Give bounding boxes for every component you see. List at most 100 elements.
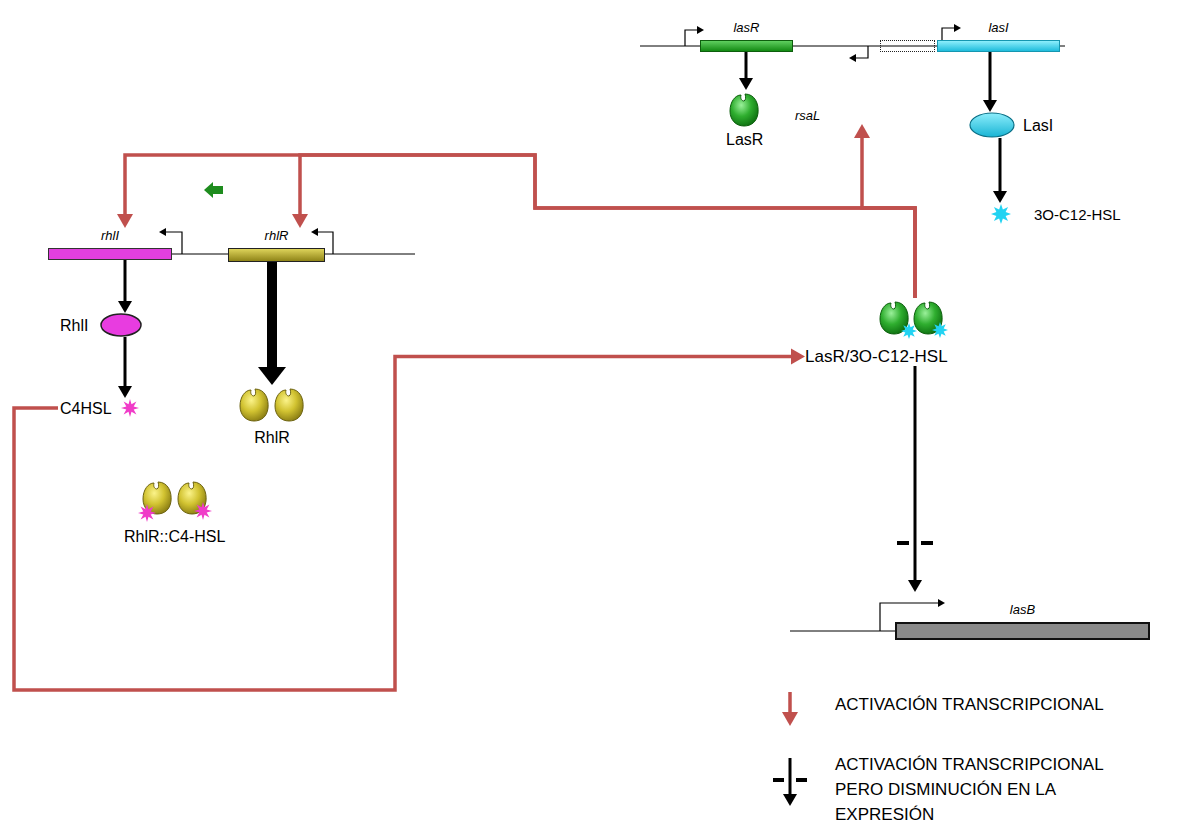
legend-entry: ACTIVACIÓN TRANSCRIPCIONAL PERO DISMINUC…	[835, 752, 1135, 826]
arrowhead	[983, 100, 997, 112]
arrowhead	[739, 78, 753, 90]
signal-star	[991, 204, 1011, 224]
promoter-arrowhead	[697, 26, 704, 34]
legend-text: ACTIVACIÓN TRANSCRIPCIONAL	[835, 692, 1175, 717]
connector	[14, 349, 805, 691]
connector-line	[999, 138, 1002, 192]
green-arrow-symbol	[204, 182, 223, 198]
gene-name: rhlR	[228, 228, 325, 244]
legend-sample-arrowhead	[782, 712, 798, 726]
arrowhead	[117, 214, 133, 228]
protein-node: LasR/3O-C12-HSL	[805, 298, 948, 366]
protein-subunit	[880, 302, 908, 334]
protein-node: 3O-C12-HSL	[988, 203, 1123, 225]
connector-line	[745, 52, 748, 79]
connector	[292, 155, 915, 298]
connector	[739, 52, 753, 90]
protein-node: LasI	[967, 112, 1055, 138]
connector-line	[914, 366, 917, 581]
connector-line	[267, 262, 277, 368]
arrowhead	[118, 301, 132, 313]
protein-subunit	[240, 389, 268, 421]
connector-line	[14, 357, 792, 691]
legend-sample-line	[788, 692, 792, 712]
signal-star	[138, 504, 156, 522]
protein-blob	[880, 302, 908, 334]
connector	[854, 124, 915, 298]
protein-node: RhlR	[236, 385, 308, 447]
protein-subunit	[275, 389, 303, 421]
dimer-icon	[876, 298, 948, 344]
protein-name: RhlI	[60, 316, 88, 335]
connector	[908, 366, 922, 592]
promoter-arrowhead	[311, 228, 318, 236]
signal-star	[932, 322, 948, 338]
connector-line	[989, 52, 992, 101]
protein-blob	[240, 389, 268, 421]
dimer-icon	[137, 478, 213, 524]
legend-sample-dash	[773, 778, 807, 782]
signal-star	[194, 502, 212, 520]
protein-node: LasR	[726, 90, 763, 149]
connector-line	[125, 155, 915, 298]
arrowhead	[118, 386, 132, 398]
gene-box: lasR	[700, 20, 793, 52]
gene-box: lasB	[895, 602, 1150, 640]
promoter-arrow	[685, 30, 697, 46]
connector	[117, 155, 915, 298]
gene-bar	[228, 248, 325, 262]
gene-box: rhlI	[48, 228, 172, 260]
signal-star	[901, 323, 917, 339]
gene-box: lasI	[937, 20, 1060, 52]
protein-node: RhlI	[58, 313, 144, 337]
gene-bar	[700, 40, 793, 52]
legend-text: ACTIVACIÓN TRANSCRIPCIONAL PERO DISMINUC…	[835, 752, 1135, 826]
connector-line	[300, 155, 915, 298]
protein-icon	[728, 90, 761, 127]
protein-name: RhlR	[254, 428, 290, 447]
arrowhead	[791, 349, 805, 365]
arrowhead	[258, 367, 286, 385]
gene-name: lasB	[895, 602, 1150, 618]
connector	[118, 260, 132, 313]
arrowhead	[993, 191, 1007, 203]
promoter-arrowhead	[954, 24, 961, 32]
gene-box: rhlR	[228, 228, 325, 262]
protein-name: RhlR::C4-HSL	[124, 527, 225, 546]
connector	[118, 337, 132, 398]
gene-bar	[895, 622, 1150, 640]
protein-name: LasI	[1023, 116, 1053, 135]
promoter-arrowhead	[938, 599, 945, 607]
protein-subunit	[730, 94, 758, 126]
connector-line	[124, 337, 127, 387]
protein-name: C4HSL	[60, 399, 112, 418]
protein-name: LasR	[726, 130, 763, 149]
protein-blob	[275, 389, 303, 421]
enzyme-icon	[100, 313, 142, 337]
signal-icon	[120, 398, 140, 418]
connector	[983, 52, 997, 112]
legend-entry: ACTIVACIÓN TRANSCRIPCIONAL	[835, 692, 1175, 717]
legend-sample-arrowhead	[783, 794, 797, 806]
enzyme-icon	[969, 112, 1015, 138]
legend-sample-line	[789, 758, 792, 794]
gene-bar	[937, 40, 1060, 52]
arrowhead	[854, 124, 870, 138]
gene-name: rhlI	[48, 228, 172, 244]
connector	[258, 262, 286, 385]
gene-name: lasR	[700, 20, 793, 36]
gene-name: lasI	[937, 20, 1060, 36]
promoter-arrowhead	[159, 228, 166, 236]
protein-node: RhlR::C4-HSL	[124, 478, 225, 546]
promoter-arrowhead	[849, 54, 856, 62]
connector	[993, 138, 1007, 203]
enzyme-ellipse	[970, 113, 1014, 137]
signal-star	[121, 399, 139, 417]
gene-bar	[48, 248, 172, 260]
signal-icon	[990, 203, 1012, 225]
enzyme-ellipse	[101, 314, 141, 336]
gene-box: rsaL	[790, 36, 940, 124]
arrowhead	[292, 214, 308, 228]
gene-bar-dotted	[880, 40, 935, 52]
